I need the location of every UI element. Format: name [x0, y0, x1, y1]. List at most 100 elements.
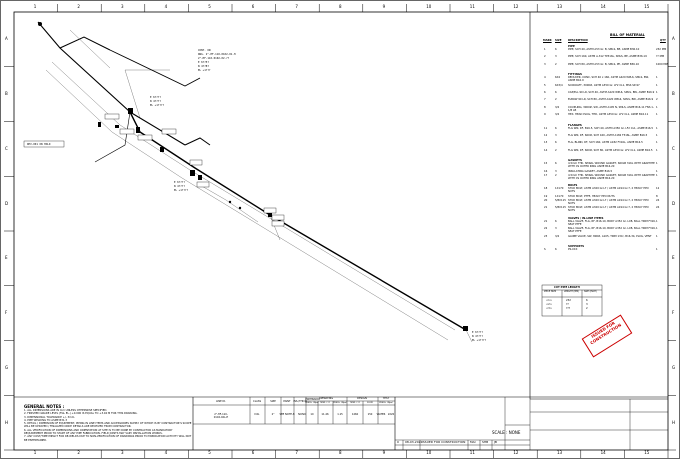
bom-size: 3	[555, 134, 557, 137]
zone-label-bottom: 4	[164, 450, 168, 455]
zone-label-right: H	[672, 419, 676, 425]
revision-approved: JB	[494, 440, 497, 444]
bom-description: SOCKOLET, 3000#, ASTM A350 Gr. LF2 CL1, …	[568, 83, 640, 87]
zone-label-bottom: 2	[77, 450, 80, 455]
zone-label-left: E	[5, 255, 8, 261]
drawing-label: EL +1????	[174, 189, 189, 192]
zone-label-bottom: 15	[644, 450, 650, 455]
bom-description: BALL VALVE, FLG, RF, B16.10, BODY A352 G…	[568, 227, 656, 234]
isometric-pipe-route	[37, 21, 467, 331]
bom-description: ELBOW 90 LR, SCH 80, ASTM A420 WPL6, SML…	[568, 98, 654, 102]
zone-label-top: 15	[644, 4, 650, 9]
general-notes: GENERAL NOTES : 1. ALL DIMENSIONS ARE IN…	[24, 404, 192, 442]
bom-size: 3	[555, 55, 557, 59]
bom-mark: 9	[544, 113, 546, 117]
bom-size: 6	[555, 141, 557, 145]
line-table-header: RADIO	[312, 398, 320, 401]
bom-title: BILL OF MATERIAL	[610, 33, 645, 37]
line-table-value: NO	[302, 413, 306, 416]
zone-label-bottom: 11	[469, 450, 475, 455]
line-table-subheader: PRESS. (Mpa)	[379, 402, 393, 404]
bom-description: INSULATING GASKET, ASME B16.5	[568, 169, 613, 173]
zone-label-right: F	[672, 310, 675, 316]
zone-label-left: D	[5, 200, 9, 206]
bom-size: 6	[555, 91, 557, 94]
bom-section-title: FITTINGS	[568, 72, 582, 77]
zone-label-top: 7	[295, 4, 298, 9]
bom-qty: 1	[656, 83, 658, 87]
revision-number: 0	[397, 440, 399, 444]
bom-qty: 24	[656, 206, 660, 210]
zone-label-right: C	[672, 145, 675, 151]
bom-qty: 1	[656, 105, 658, 109]
bom-mark: 21	[544, 219, 548, 223]
note-item: 1. ALL DIMENSIONS ARE IN mm UNLESS OTHER…	[24, 409, 108, 412]
bom-qty: 1	[656, 169, 658, 173]
bom-size: 3/4	[555, 105, 560, 109]
bom-mark: 11	[544, 126, 548, 130]
line-table-value: 1460	[351, 413, 359, 416]
bom-description: GLOBE VALVE, SW, 800#, A105, TRIM 13Cr, …	[568, 234, 652, 238]
line-table-value: 2"	[271, 413, 275, 416]
bom-section-title: SUPPORTS	[568, 244, 585, 248]
bom-qty: 1	[656, 113, 658, 117]
zone-label-top: 8	[339, 4, 342, 9]
drawing-label: N 4????	[174, 185, 185, 188]
bom-qty: 1	[656, 227, 658, 231]
bom-qty: ?? MM	[656, 55, 665, 59]
bom-qty: 1	[656, 173, 658, 177]
drawing-label: N 4??8?	[198, 65, 209, 68]
line-table-value: 2220	[387, 413, 395, 416]
bom-mark: 8	[544, 105, 546, 109]
line-table-subheader: TEMP. (°C)	[319, 402, 331, 404]
zone-label-left: C	[5, 145, 8, 151]
cut-pipe-cell: ???	[566, 307, 571, 310]
bom-description: REDUCER, CONC, SCH 40 x 160, ASTM A420 W…	[568, 76, 649, 83]
bom-mark: 17	[544, 173, 548, 177]
bom-size: 2	[555, 98, 557, 102]
bom-size: 2	[555, 173, 557, 177]
zone-label-bottom: 12	[513, 450, 519, 455]
bom-header: SIZE	[555, 39, 562, 42]
drawing-label: EL +1????	[472, 339, 487, 342]
drawing-label: DEV-001 ON HOLD	[27, 143, 51, 146]
bom-size: 6	[555, 162, 557, 166]
zone-label-top: 2	[77, 4, 80, 9]
drawing-label: N 4????	[472, 335, 483, 338]
bom-mark: 22	[544, 227, 548, 231]
revision-checked: SHB	[482, 440, 489, 444]
bom-qty: 1	[656, 234, 658, 238]
bom-description: BALL VALVE, FLG, RF, B16.10, BODY A352 G…	[568, 219, 656, 226]
bom-size: 5/8X115	[555, 206, 566, 210]
zone-label-right: D	[672, 200, 676, 206]
line-table-value: D2L	[254, 413, 260, 416]
line-table-header: LINE ID.	[216, 400, 226, 403]
bom-section-title: PIPE	[568, 44, 575, 48]
line-table-header: PAINT	[283, 400, 291, 403]
bom-mark: 1	[544, 48, 546, 51]
zone-label-left: G	[5, 364, 9, 370]
bom-mark: 12	[544, 134, 548, 137]
zone-label-top: 13	[557, 4, 563, 9]
bom-mark: 23	[544, 234, 548, 238]
line-table-header: PWHT	[305, 398, 313, 401]
zone-label-right: G	[672, 364, 676, 370]
bom-description: PIPE, SCH 40, ASTM A53 Gr. B, SMLS, BE, …	[568, 48, 640, 51]
cut-pipe-cell: ??	[566, 303, 569, 306]
bom-section-title: BOLTS	[568, 183, 578, 188]
cut-pipe-header: SIZE (INCH)	[584, 290, 597, 293]
zone-label-bottom: 9	[382, 450, 386, 455]
zone-label-right: A	[672, 36, 675, 42]
bom-qty: 1	[656, 134, 658, 137]
drawing-label: EL +1????	[150, 104, 165, 107]
bom-size: 5/8X115	[555, 199, 566, 202]
line-table-header: DESIGN	[357, 397, 367, 400]
bom-mark: 7	[544, 98, 546, 102]
bom-mark: 6	[544, 91, 546, 94]
bom-mark: 18	[544, 187, 548, 191]
bom-qty: 1	[656, 248, 658, 251]
bom-size: 6X4	[555, 76, 561, 80]
bom-qty: 1	[656, 141, 658, 145]
bom-description: FLG, BLIND, RF, SCH 160, ASTM A182 F316L…	[568, 141, 643, 145]
